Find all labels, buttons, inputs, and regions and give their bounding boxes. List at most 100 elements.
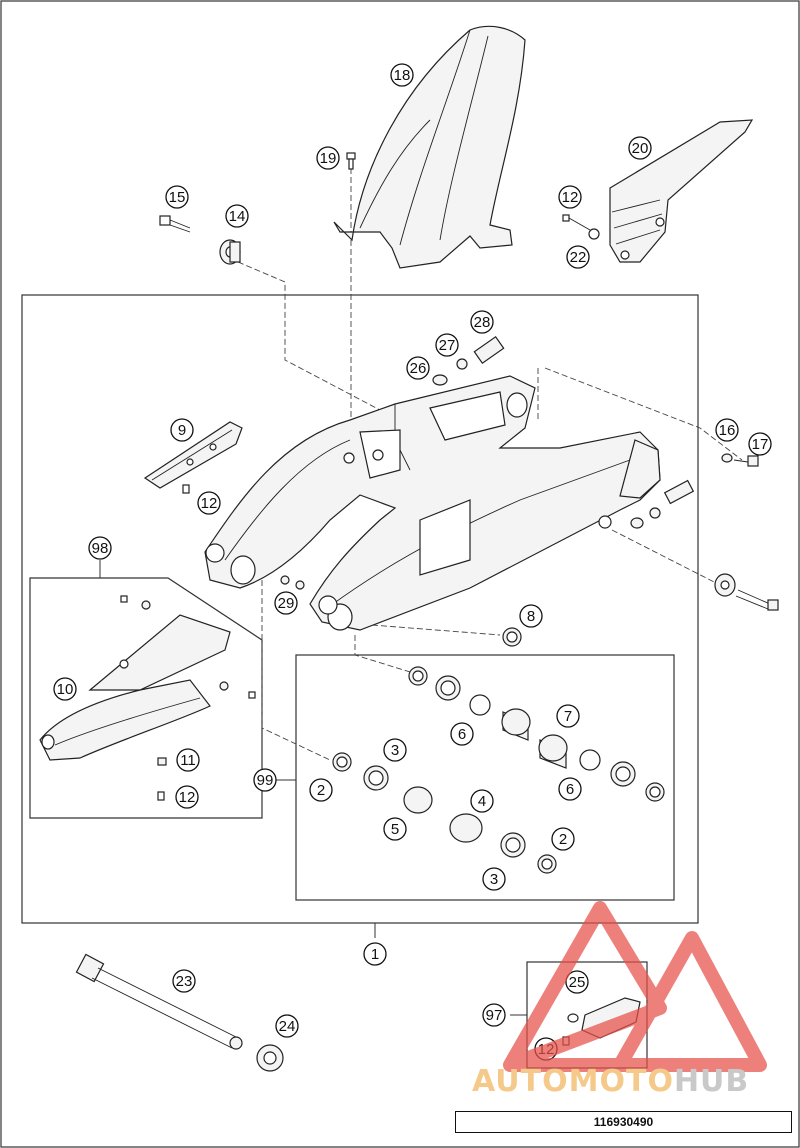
pivot-bushing-right	[714, 573, 736, 597]
callout-number: 2	[559, 831, 567, 848]
swingarm-axle	[75, 953, 243, 1050]
callout-circle	[197, 491, 221, 515]
callout-circle	[309, 778, 333, 802]
washer-16	[721, 453, 733, 463]
callout-c98: 98	[88, 536, 112, 560]
callout-c5: 5	[383, 817, 407, 841]
callout-circle	[715, 418, 739, 442]
callout-circle	[175, 785, 199, 809]
callout-number: 11	[180, 752, 196, 769]
chain-guide-frame	[29, 577, 263, 819]
callout-circle	[390, 63, 414, 87]
callout-number: 1	[371, 946, 379, 963]
callout-circle	[435, 333, 459, 357]
callout-circle	[556, 704, 580, 728]
callout-c12a: 12	[558, 185, 582, 209]
chain-guard	[609, 119, 754, 263]
callout-c2b: 2	[551, 827, 575, 851]
part-number: 116930490	[593, 1115, 654, 1129]
callout-c16: 16	[715, 418, 739, 442]
callout-number: 18	[394, 67, 411, 84]
callout-c3a: 3	[383, 738, 407, 762]
callout-number: 29	[278, 595, 295, 612]
callout-circle	[748, 432, 772, 456]
callout-number: 26	[410, 360, 427, 377]
washer-27	[456, 358, 468, 370]
callout-number: 6	[458, 726, 466, 743]
callout-number: 12	[179, 789, 196, 806]
callout-circle	[383, 738, 407, 762]
callout-c18: 18	[390, 63, 414, 87]
alignment-line-8	[371, 624, 501, 636]
callout-c10: 10	[53, 677, 77, 701]
callout-c2a: 2	[309, 778, 333, 802]
callout-number: 3	[391, 742, 399, 759]
chain-guard-screw	[562, 214, 591, 231]
callout-number: 12	[562, 189, 579, 206]
alignment-line-left-bearing	[261, 580, 331, 761]
callout-number: 12	[201, 495, 218, 512]
chain-guard-washer	[588, 228, 600, 240]
callout-c27: 27	[435, 333, 459, 357]
swingarm	[204, 375, 661, 631]
alignment-line-right-bearing	[354, 635, 421, 676]
adjuster-nut	[630, 517, 644, 529]
callout-c99: 99	[253, 768, 277, 792]
callout-circle	[558, 185, 582, 209]
slider-screw	[182, 484, 190, 494]
callout-number: 99	[257, 772, 274, 789]
callout-c12b: 12	[197, 491, 221, 515]
callout-circle	[176, 748, 200, 772]
callout-c6a: 6	[450, 722, 474, 746]
callout-number: 27	[439, 337, 456, 354]
callout-number: 98	[92, 540, 109, 557]
callout-c19: 19	[316, 146, 340, 170]
callout-c4: 4	[470, 789, 494, 813]
chain-guide	[39, 614, 231, 761]
callout-c23: 23	[172, 969, 196, 993]
callout-circle	[565, 970, 589, 994]
callout-number: 10	[57, 681, 74, 698]
callout-c22: 22	[566, 245, 590, 269]
callout-number: 25	[569, 974, 586, 991]
callout-circle	[558, 777, 582, 801]
callout-circle	[470, 789, 494, 813]
callout-number: 19	[320, 150, 337, 167]
callout-number: 8	[527, 608, 535, 625]
nut-17	[733, 455, 759, 467]
callout-c1: 1	[363, 942, 387, 966]
callout-circle	[482, 1003, 506, 1027]
callout-circle	[566, 245, 590, 269]
callout-circle	[253, 768, 277, 792]
callout-circle	[165, 185, 189, 209]
callout-number: 28	[474, 314, 491, 331]
fender-screw	[346, 152, 356, 170]
callout-number: 6	[566, 781, 574, 798]
callout-circle	[363, 942, 387, 966]
adjuster-spring	[663, 479, 695, 505]
callout-circle	[450, 722, 474, 746]
callout-number: 17	[752, 436, 769, 453]
callout-c97: 97	[482, 1003, 506, 1027]
callout-c17: 17	[748, 432, 772, 456]
callout-c11: 11	[176, 748, 200, 772]
callout-c28: 28	[470, 310, 494, 334]
alignment-line-16	[544, 367, 743, 461]
callout-circle	[406, 356, 430, 380]
watermark-brand-text: AUTOMOTOHUB	[472, 1064, 794, 1104]
callout-circle	[383, 817, 407, 841]
part-29-a	[280, 575, 290, 585]
callout-circle	[482, 867, 506, 891]
pivot-bolt-right	[735, 589, 779, 611]
callout-c20: 20	[628, 136, 652, 160]
callout-c7: 7	[556, 704, 580, 728]
callout-number: 23	[176, 973, 193, 990]
callout-circle	[172, 969, 196, 993]
part-number-box: 116930490	[455, 1111, 792, 1133]
callout-circle	[53, 677, 77, 701]
alignment-line-14	[237, 261, 381, 411]
callout-c25: 25	[565, 970, 589, 994]
pivot-bolt-upper	[159, 215, 191, 233]
bearing-kit-left	[332, 752, 557, 874]
pivot-bushing-upper	[219, 239, 241, 265]
